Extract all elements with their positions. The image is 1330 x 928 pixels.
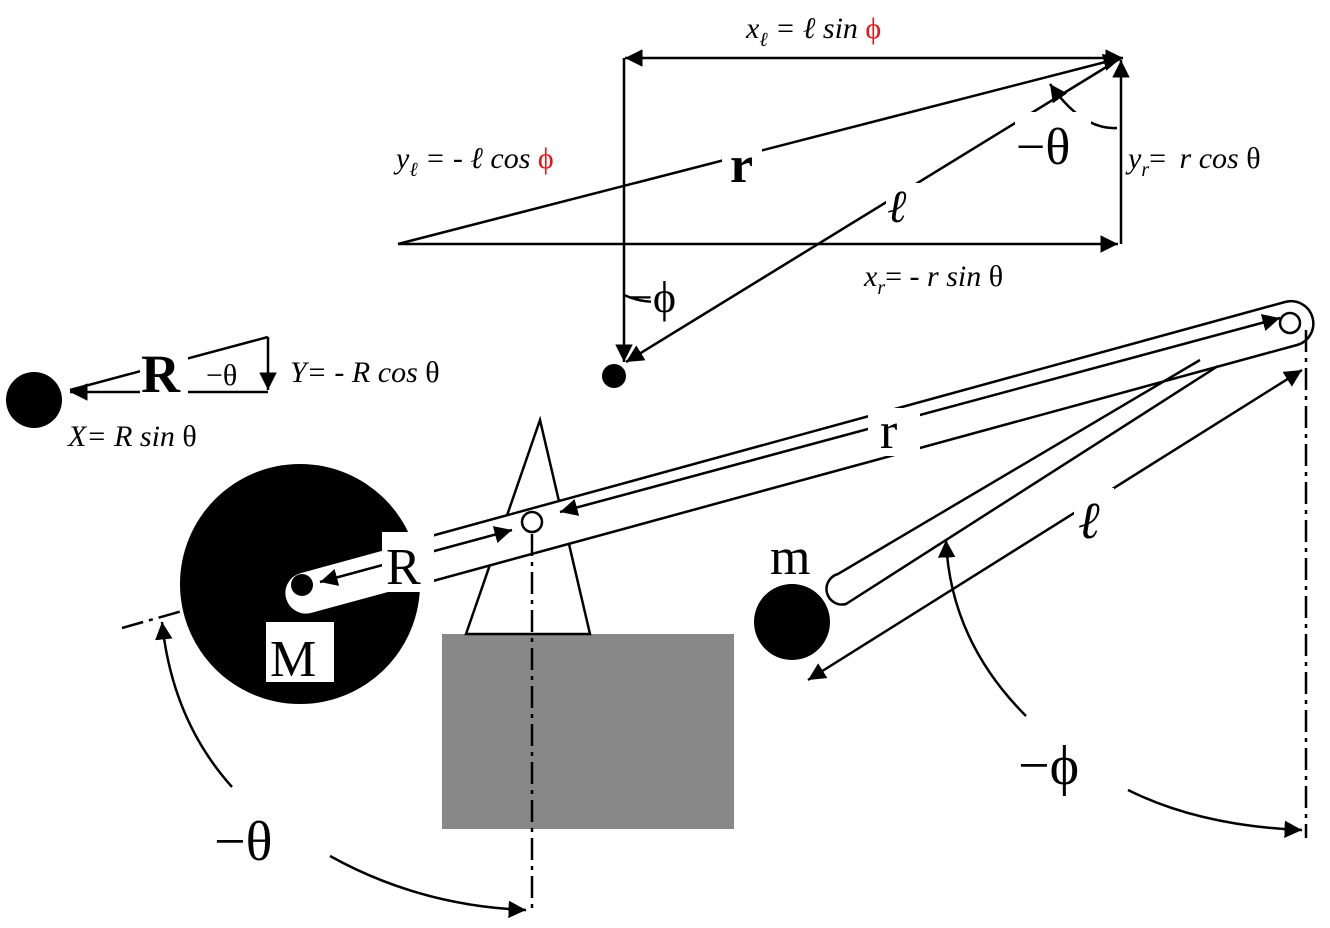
mech-l-label: ℓ	[1078, 493, 1100, 550]
theta-label: −θ	[1016, 119, 1070, 176]
phi-angle-arc	[937, 539, 1027, 717]
counterweight-extension	[121, 609, 183, 630]
r-vector-label: r	[730, 137, 753, 194]
beam-tip-pivot	[1278, 311, 1302, 335]
theta-angle-arc	[155, 621, 233, 788]
theta-angle-arc-lower	[329, 854, 527, 919]
yl-label: yℓ = - ℓ cos ϕ	[393, 142, 554, 181]
vector-decomposition	[397, 49, 1130, 364]
phi-label: −ϕ	[628, 273, 676, 322]
mech-theta-label: −θ	[214, 811, 272, 873]
Y-label: Y= - R cos θ	[290, 356, 440, 389]
l-arrow	[807, 368, 1303, 682]
trebuchet-base	[442, 634, 734, 829]
yr-label: yr= r cos θ	[1125, 142, 1261, 181]
mech-r-label: r	[880, 403, 897, 460]
xr-label: xr= - r sin θ	[863, 260, 1003, 299]
l-vector-label: ℓ	[888, 181, 908, 232]
small-R-label: R	[141, 344, 181, 404]
M-label-box	[266, 622, 334, 682]
counterweight-point	[6, 372, 62, 428]
mech-phi-label: −ϕ	[1018, 735, 1079, 797]
X-label: X= R sin θ	[67, 420, 197, 453]
phi-angle-arc-lower	[1127, 788, 1303, 839]
l-vector	[625, 56, 1122, 364]
small-theta-label: −θ	[206, 359, 237, 392]
projectile-m	[754, 584, 830, 660]
mech-M-label: M	[270, 631, 316, 688]
pendulum-mass-point	[602, 364, 626, 388]
mech-m-label: m	[770, 529, 810, 586]
xl-label: xℓ = ℓ sin ϕ	[745, 12, 881, 51]
counterweight-hinge	[291, 574, 313, 596]
pivot-point	[520, 510, 544, 534]
mech-R-label: R	[386, 539, 421, 596]
